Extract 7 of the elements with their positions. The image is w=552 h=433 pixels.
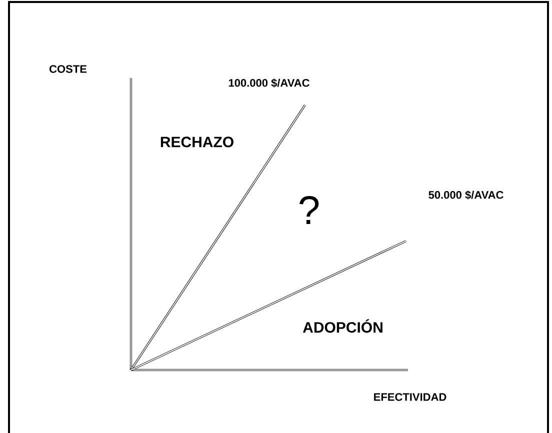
question-mark: ? [300,196,319,224]
axis-label: COSTE [50,65,87,73]
region-label: RECHAZO [160,136,234,148]
region-label: ADOPCIÓN [302,319,382,333]
threshold-label: 100.000 $/AVAC [228,78,310,88]
axis-label: EFECTIVIDAD [374,393,446,401]
threshold-label: 50.000 $/AVAC [428,190,504,200]
